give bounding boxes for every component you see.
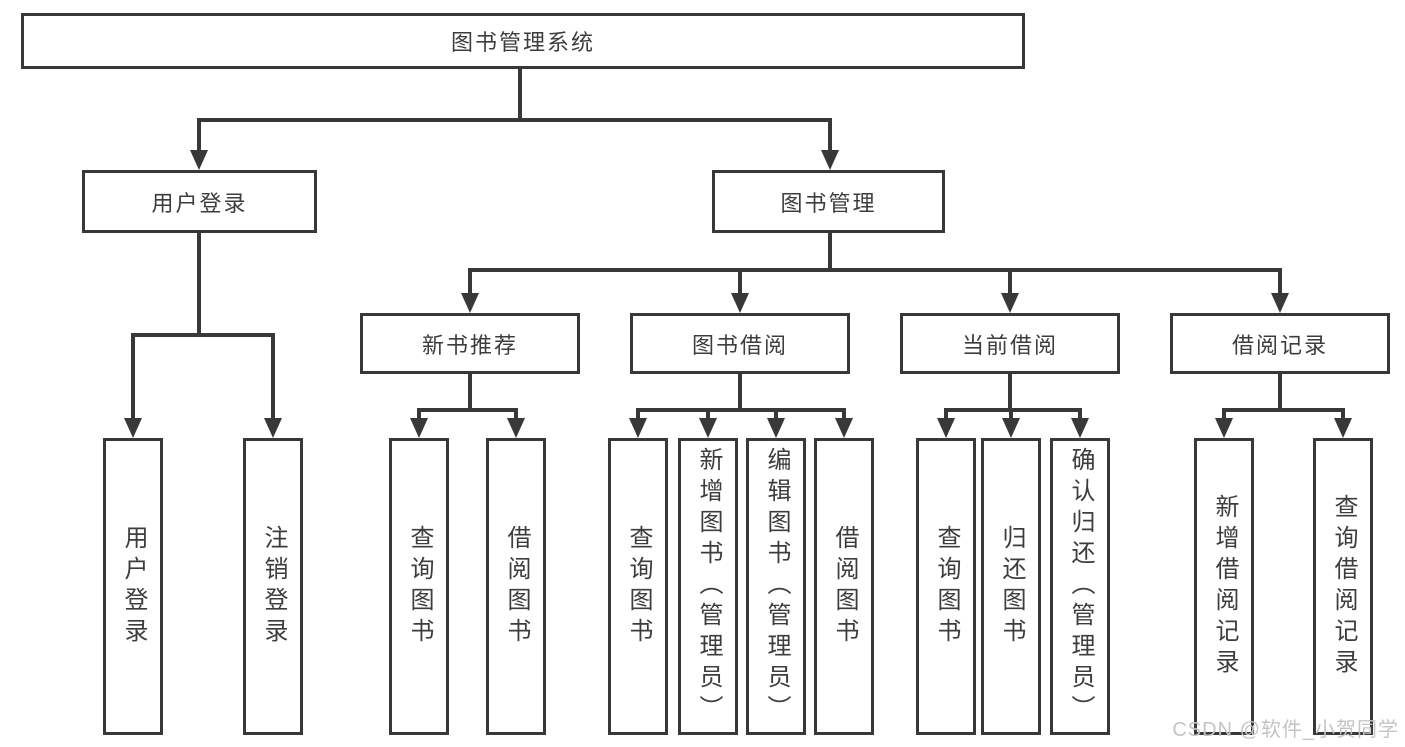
- leaf-add-borrow-record: 新增借阅记录: [1194, 438, 1254, 735]
- connector-line: [828, 120, 832, 154]
- connector-line: [636, 410, 640, 422]
- connector-line: [131, 335, 135, 422]
- leaf-confirm-return-admin: 确认归还（管理员）: [1050, 438, 1110, 735]
- connector-line: [1009, 410, 1013, 422]
- connector-arrowhead-icon: [1334, 418, 1352, 438]
- leaf-query-books-2: 查询图书: [608, 438, 668, 735]
- connector-arrowhead-icon: [821, 150, 839, 170]
- leaf-borrow-books-2: 借阅图书: [814, 438, 874, 735]
- connector-line: [468, 270, 472, 297]
- connector-line: [1222, 410, 1226, 422]
- connector-line: [1278, 373, 1282, 410]
- node-new-book-recommend: 新书推荐: [360, 313, 580, 374]
- connector-line: [197, 118, 832, 122]
- connector-line: [1341, 410, 1345, 422]
- connector-line: [468, 373, 472, 410]
- csdn-watermark: CSDN @软件_小贺同学: [1172, 719, 1399, 741]
- connector-arrowhead-icon: [699, 418, 717, 438]
- node-root: 图书管理系统: [21, 13, 1025, 69]
- connector-line: [774, 410, 778, 422]
- connector-line: [842, 410, 846, 422]
- node-user-login: 用户登录: [82, 170, 317, 233]
- connector-line: [417, 408, 518, 412]
- connector-line: [738, 270, 742, 297]
- connector-arrowhead-icon: [1271, 293, 1289, 313]
- connector-line: [1008, 270, 1012, 297]
- connector-arrowhead-icon: [410, 418, 428, 438]
- leaf-query-books-1: 查询图书: [389, 438, 449, 735]
- node-book-borrow: 图书借阅: [630, 313, 850, 374]
- connector-line: [417, 410, 421, 422]
- leaf-add-books-admin: 新增图书（管理员）: [678, 438, 738, 735]
- connector-line: [1222, 408, 1345, 412]
- leaf-user-login: 用户登录: [103, 438, 163, 735]
- connector-arrowhead-icon: [629, 418, 647, 438]
- connector-arrowhead-icon: [124, 418, 142, 438]
- connector-arrowhead-icon: [1215, 418, 1233, 438]
- connector-line: [514, 410, 518, 422]
- connector-arrowhead-icon: [937, 418, 955, 438]
- leaf-borrow-books-1: 借阅图书: [486, 438, 546, 735]
- node-book-management: 图书管理: [712, 170, 945, 233]
- connector-line: [1278, 270, 1282, 297]
- connector-line: [468, 268, 1282, 272]
- connector-arrowhead-icon: [835, 418, 853, 438]
- connector-line: [636, 408, 846, 412]
- connector-line: [1008, 373, 1012, 410]
- connector-line: [828, 233, 832, 270]
- connector-line: [944, 408, 1082, 412]
- connector-arrowhead-icon: [264, 418, 282, 438]
- connector-arrowhead-icon: [1071, 418, 1089, 438]
- leaf-query-books-3: 查询图书: [916, 438, 976, 735]
- connector-line: [944, 410, 948, 422]
- node-borrow-records: 借阅记录: [1170, 313, 1390, 374]
- connector-line: [706, 410, 710, 422]
- leaf-return-books: 归还图书: [981, 438, 1041, 735]
- connector-line: [1078, 410, 1082, 422]
- connector-line: [518, 68, 522, 120]
- connector-line: [131, 333, 275, 337]
- node-current-borrow: 当前借阅: [900, 313, 1120, 374]
- connector-arrowhead-icon: [1002, 418, 1020, 438]
- connector-arrowhead-icon: [190, 150, 208, 170]
- connector-arrowhead-icon: [731, 293, 749, 313]
- leaf-query-borrow-record: 查询借阅记录: [1313, 438, 1373, 735]
- connector-arrowhead-icon: [767, 418, 785, 438]
- connector-line: [271, 335, 275, 422]
- connector-line: [738, 373, 742, 410]
- connector-arrowhead-icon: [461, 293, 479, 313]
- connector-arrowhead-icon: [1001, 293, 1019, 313]
- connector-arrowhead-icon: [507, 418, 525, 438]
- connector-line: [197, 120, 201, 154]
- leaf-logout: 注销登录: [243, 438, 303, 735]
- connector-line: [197, 233, 201, 335]
- leaf-edit-books-admin: 编辑图书（管理员）: [746, 438, 806, 735]
